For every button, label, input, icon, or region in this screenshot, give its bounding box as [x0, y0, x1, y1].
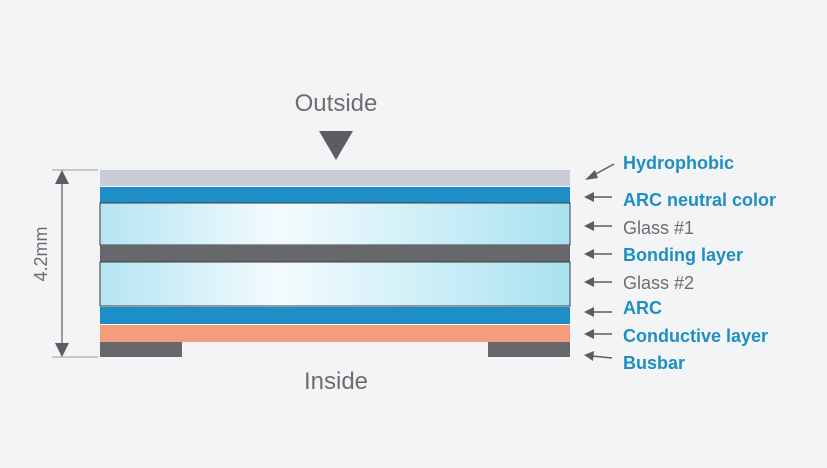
inside-label: Inside — [304, 368, 368, 395]
glass-2-arrow-icon — [584, 277, 612, 287]
layer-label-conductive: Conductive layer — [623, 326, 768, 346]
layer-label-arc: ARC — [623, 298, 662, 318]
glass-1-layer — [99, 202, 571, 246]
layer-label-hydrophobic: Hydrophobic — [623, 153, 734, 173]
glass-2-layer — [99, 261, 571, 307]
layer-label-bonding: Bonding layer — [623, 245, 743, 265]
bonding-layer — [100, 245, 570, 262]
busbar-left — [100, 342, 182, 357]
conductive-layer — [100, 325, 570, 342]
layer-label-glass-1: Glass #1 — [623, 218, 694, 238]
outside-arrow-icon — [319, 131, 353, 160]
hydrophobic-arrow-icon — [585, 163, 615, 180]
arc-neutral-arrow-icon — [584, 192, 612, 202]
outside-label: Outside — [295, 90, 378, 117]
bonding-arrow-icon — [584, 249, 612, 259]
busbar-right — [488, 342, 570, 357]
busbar-arrow-icon — [584, 351, 613, 361]
conductive-arrow-icon — [584, 329, 612, 339]
arc-arrow-icon — [584, 307, 612, 317]
arc-neutral-color-layer — [100, 187, 570, 203]
layer-label-arc-neutral-color: ARC neutral color — [623, 190, 776, 210]
glass-1-arrow-icon — [584, 221, 612, 231]
pointer-arrows — [584, 163, 615, 361]
thickness-label: 4.2mm — [31, 226, 51, 281]
thickness-dimension — [52, 169, 98, 358]
hydrophobic-layer — [100, 170, 570, 186]
layer-label-glass-2: Glass #2 — [623, 273, 694, 293]
arc-layer — [100, 307, 570, 324]
layer-label-busbar: Busbar — [623, 353, 685, 373]
